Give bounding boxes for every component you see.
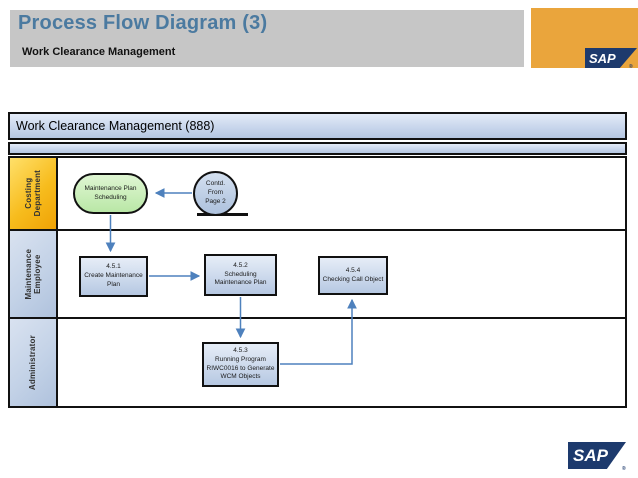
node-contd-from-page-2: Contd. From Page 2 xyxy=(193,171,238,216)
brand-orange-panel: SAP xyxy=(531,8,638,68)
lane-label-text: Costing Department xyxy=(23,170,43,217)
lane-label-text: Maintenance Employee xyxy=(23,248,43,300)
lane-label-maintenance-employee: Maintenance Employee xyxy=(10,231,58,317)
diagram-title-bar: Work Clearance Management (888) xyxy=(8,112,627,140)
registered-mark: ® xyxy=(622,466,626,472)
diagram-subheader-bar xyxy=(8,142,627,155)
node-4-5-4-checking-call-object: 4.5.4 Checking Call Object xyxy=(318,256,388,295)
slide-header-bar: Process Flow Diagram (3) Work Clearance … xyxy=(10,10,524,67)
slide-title: Process Flow Diagram (3) xyxy=(18,12,268,34)
diagram-title: Work Clearance Management (888) xyxy=(16,119,215,133)
node-maintenance-plan-scheduling: Maintenance Plan Scheduling xyxy=(73,173,148,214)
node-4-5-2-scheduling-maintenance-plan: 4.5.2 Scheduling Maintenance Plan xyxy=(204,254,277,296)
slide-subtitle: Work Clearance Management xyxy=(22,46,176,58)
lane-administrator: Administrator xyxy=(8,317,627,408)
sap-logo-icon: SAP xyxy=(585,48,637,68)
lane-label-administrator: Administrator xyxy=(10,319,58,406)
lane-content-administrator xyxy=(58,319,625,406)
node-4-5-3-running-program: 4.5.3 Running Program RIWC0016 to Genera… xyxy=(202,342,279,387)
node-4-5-1-create-maintenance-plan: 4.5.1 Create Maintenance Plan xyxy=(79,256,148,297)
sap-logo-text: SAP xyxy=(589,50,616,66)
lane-label-text: Administrator xyxy=(28,334,38,391)
sap-logo-text: SAP xyxy=(573,445,608,465)
sap-logo-icon: SAP xyxy=(568,442,626,469)
registered-mark: ® xyxy=(629,64,633,70)
lane-label-costing-department: Costing Department xyxy=(10,158,58,229)
